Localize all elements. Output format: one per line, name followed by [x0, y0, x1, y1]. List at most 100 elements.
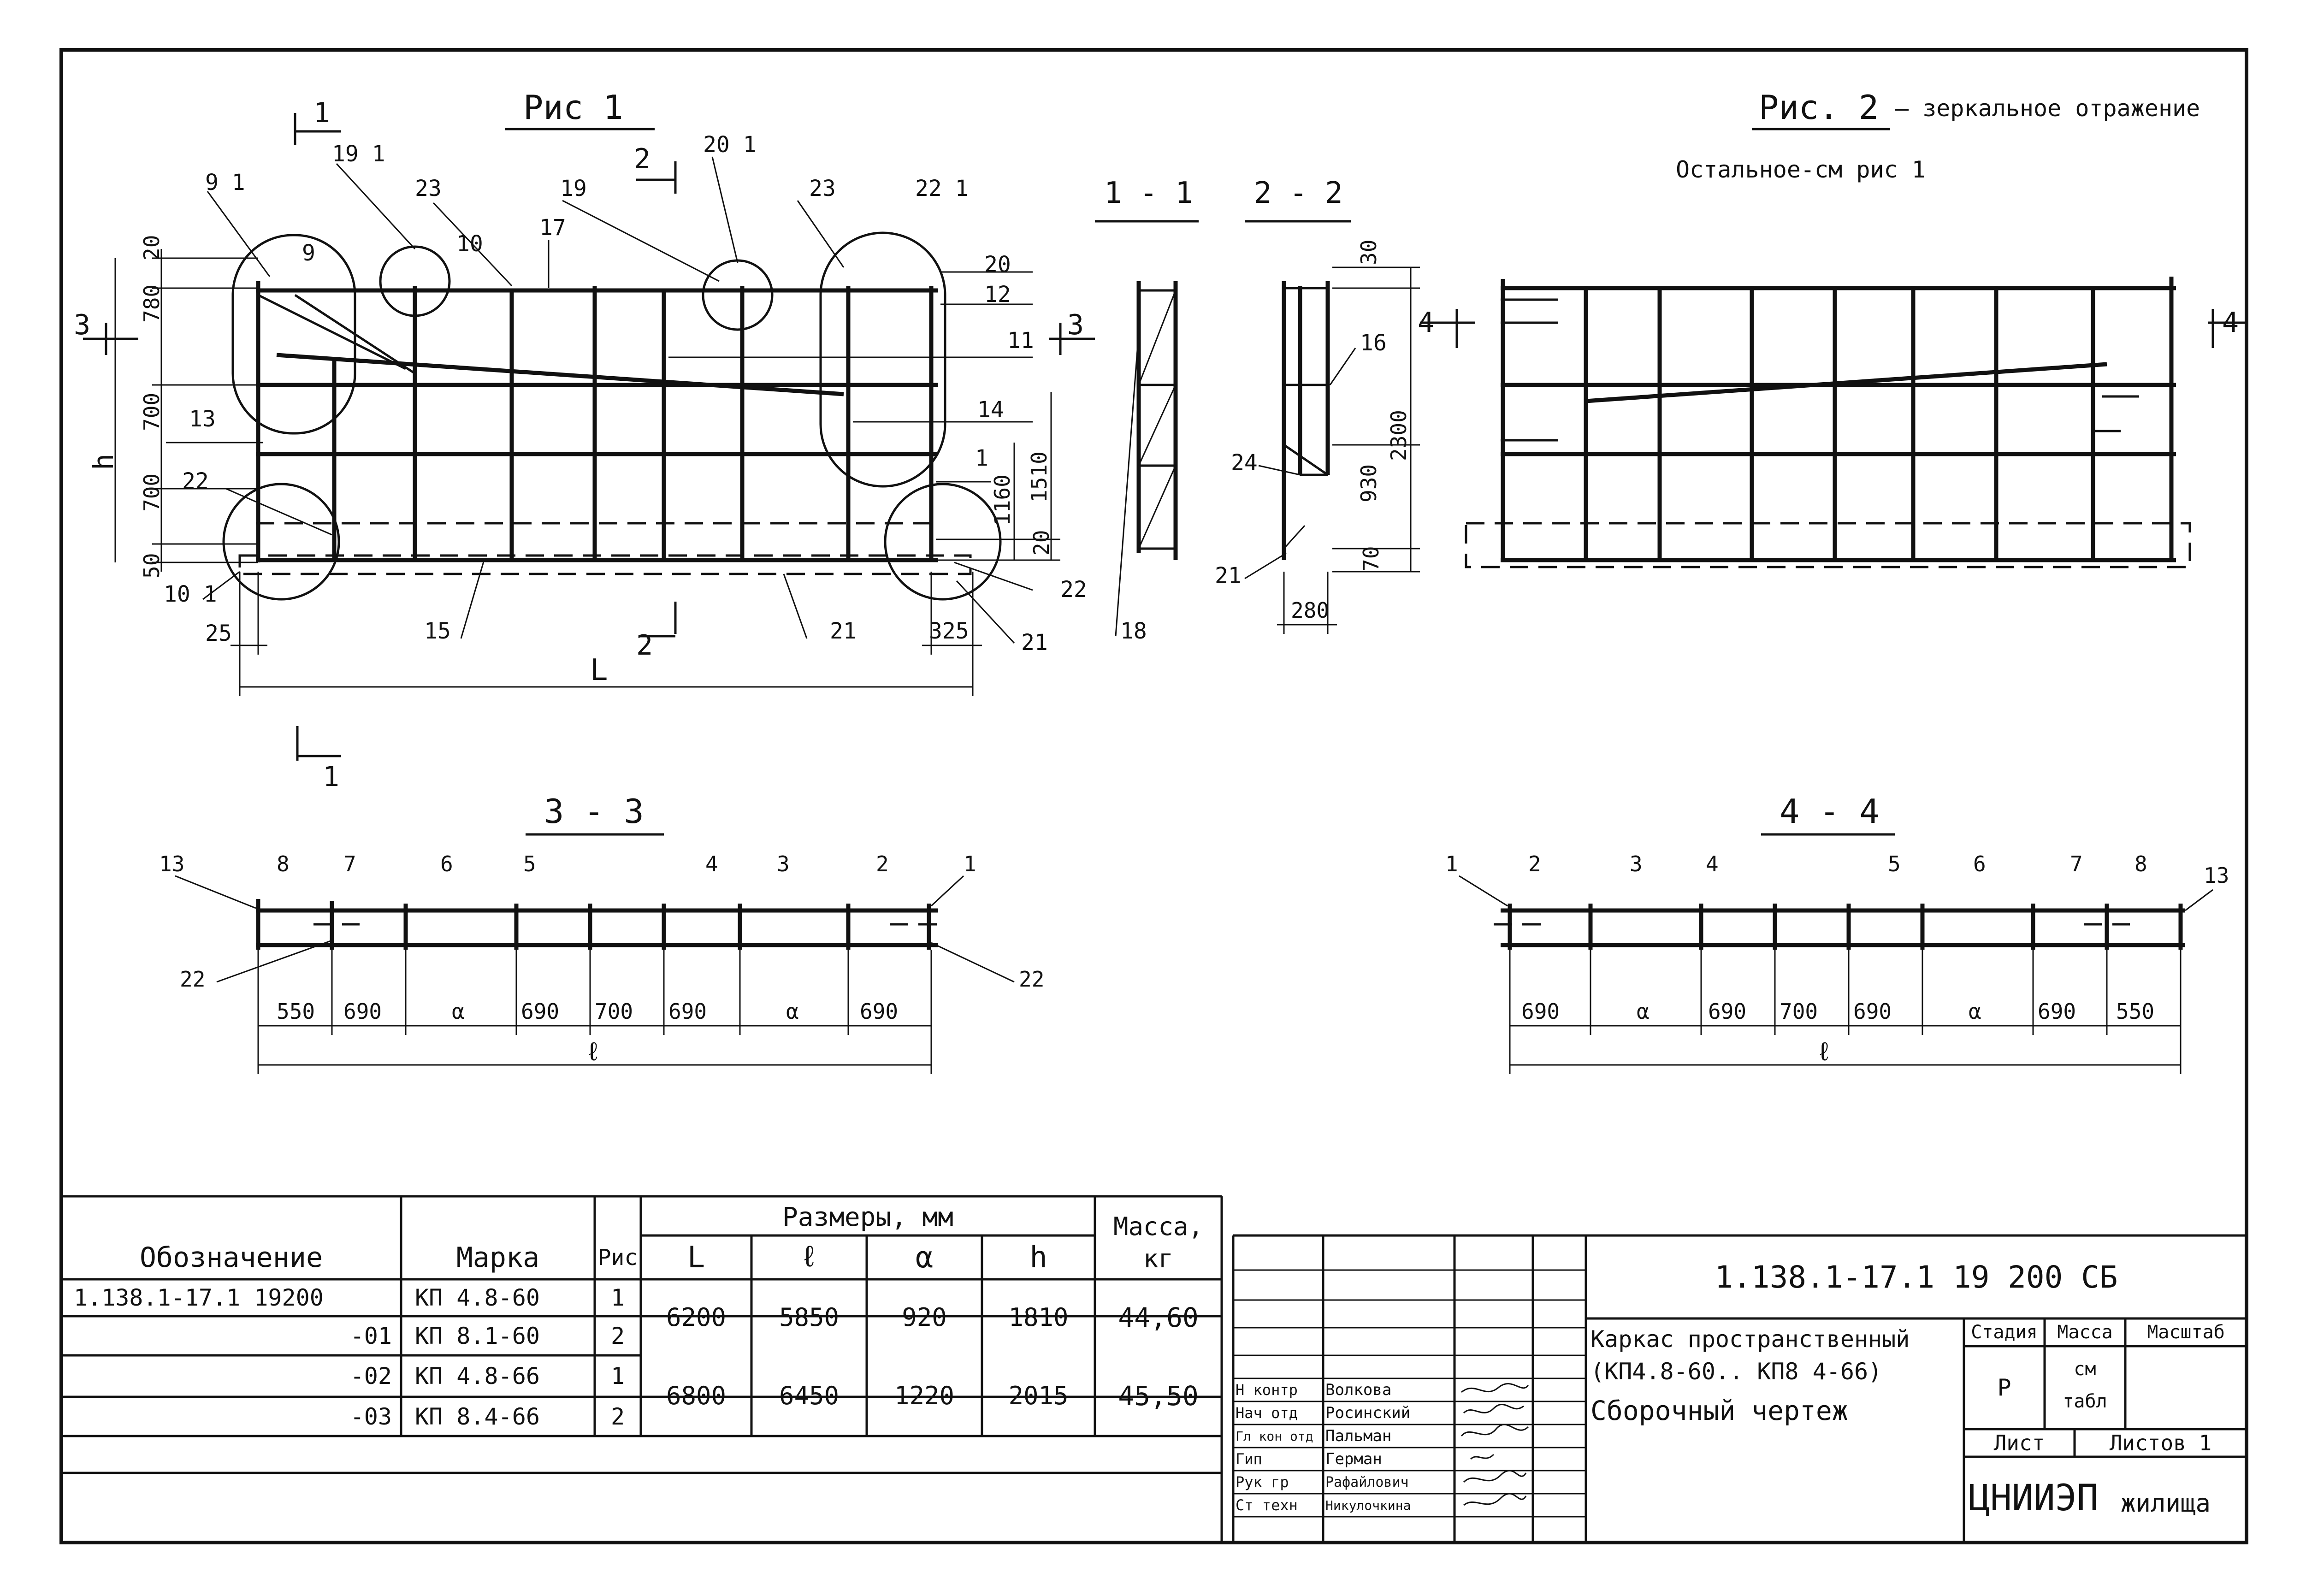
doc-name-line2: (КП4.8-60.. КП8 4-66) [1590, 1358, 1882, 1385]
hdr-tb-mass: Масса [2057, 1322, 2113, 1343]
svg-text:20: 20 [984, 252, 1011, 278]
svg-text:690: 690 [668, 999, 707, 1024]
person-1-name: Росинский [1325, 1404, 1411, 1422]
figure-2-elevation: Рис. 2 — зеркальное отражение Остальное-… [1418, 88, 2245, 568]
doc-name-line3: Сборочный чертеж [1590, 1395, 1848, 1426]
section-4-4: 4 - 4 1 2 3 4 5 6 7 8 13 [1445, 792, 2229, 1074]
org-main: ЦНИИЭП [1969, 1478, 2099, 1519]
callout-21-1 [884, 483, 1002, 601]
section-3-3: 3 - 3 13 8 7 6 5 4 3 2 1 22 22 [159, 792, 1044, 1074]
row-1-fig: 2 [610, 1322, 625, 1349]
person-5-role: Ст техн [1236, 1496, 1298, 1514]
hdr-stage: Стадия [1971, 1322, 2038, 1343]
svg-text:α: α [786, 999, 799, 1024]
svg-text:18: 18 [1120, 618, 1147, 644]
fig1-title: Рис 1 [523, 88, 623, 127]
group-1-L: 6800 [666, 1381, 727, 1410]
hdr-L: L [687, 1240, 705, 1275]
svg-text:10 1: 10 1 [164, 581, 217, 607]
svg-text:11: 11 [1007, 328, 1034, 354]
diagonal-9a [257, 294, 407, 370]
svg-text:13: 13 [2204, 863, 2229, 888]
svg-text:70: 70 [1359, 546, 1384, 572]
hdr-mark: Марка [456, 1241, 540, 1274]
svg-text:22: 22 [1019, 967, 1044, 992]
row-3-designation: -03 [350, 1403, 392, 1430]
doc-code: 1.138.1-17.1 19 200 СБ [1715, 1259, 2118, 1295]
svg-text:h: h [88, 454, 120, 470]
mass-value-line1: см [2074, 1359, 2096, 1380]
svg-text:20: 20 [139, 235, 164, 260]
svg-text:Остальное-см рис 1: Остальное-см рис 1 [1676, 156, 1926, 183]
person-5-name: Никулочкина [1325, 1497, 1411, 1513]
hdr-designation: Обозначение [139, 1241, 323, 1274]
section-2-2: 2 - 2 30 2300 930 70 280 16 24 21 [1215, 176, 1420, 634]
group-1-h: 2015 [1008, 1381, 1069, 1410]
sec44-top-labels: 1 2 3 4 5 6 7 8 13 [1445, 851, 2229, 888]
svg-text:Рис. 2: Рис. 2 [1759, 88, 1879, 127]
svg-text:14: 14 [977, 397, 1004, 423]
svg-text:700: 700 [595, 999, 633, 1024]
hdr-mass: Масса, [1113, 1212, 1204, 1241]
svg-text:13: 13 [189, 406, 216, 432]
person-3-name: Герман [1325, 1450, 1382, 1468]
svg-text:1160: 1160 [990, 474, 1015, 526]
svg-text:9: 9 [302, 240, 315, 266]
svg-text:4: 4 [705, 851, 718, 876]
hdr-a: α [915, 1240, 934, 1275]
person-1-role: Нач отд [1236, 1404, 1298, 1422]
svg-text:1: 1 [975, 445, 988, 471]
svg-text:2: 2 [636, 629, 653, 662]
svg-text:10: 10 [456, 231, 483, 257]
svg-text:α: α [1637, 999, 1650, 1024]
hdr-h: h [1029, 1240, 1047, 1275]
svg-text:25: 25 [205, 621, 232, 646]
group-1-l: 6450 [779, 1381, 840, 1410]
stage-value: Р [1997, 1374, 2011, 1401]
row-2-designation: -02 [350, 1363, 392, 1389]
doc-name-line1: Каркас пространственный [1590, 1326, 1910, 1353]
group-1-mass: 45,50 [1118, 1380, 1199, 1412]
svg-text:ℓ: ℓ [585, 1037, 601, 1067]
svg-text:19 1: 19 1 [332, 141, 385, 167]
bottom-beam-outline [238, 554, 972, 575]
svg-text:2: 2 [1528, 851, 1541, 876]
person-4-role: Рук гр [1236, 1473, 1289, 1491]
sheet-label: Лист [1993, 1430, 2045, 1455]
svg-text:16: 16 [1360, 330, 1387, 356]
person-4-name: Рафайлович [1325, 1474, 1409, 1490]
svg-text:20 1: 20 1 [703, 132, 757, 158]
group-0-L: 6200 [666, 1303, 727, 1332]
svg-text:690: 690 [860, 999, 898, 1024]
svg-text:21: 21 [1021, 630, 1048, 656]
svg-text:5: 5 [1888, 851, 1901, 876]
callout-19-1 [379, 245, 451, 317]
svg-text:19: 19 [560, 176, 587, 201]
callout-9-1 [231, 234, 356, 435]
svg-text:7: 7 [2070, 851, 2083, 876]
svg-text:ℓ: ℓ [1816, 1037, 1832, 1067]
svg-text:1: 1 [1445, 851, 1458, 876]
svg-text:30: 30 [1356, 240, 1381, 265]
sec33-dims: 550 690 α 690 700 690 α 690 [277, 999, 898, 1024]
row-1-mark: КП 8.1-60 [415, 1322, 540, 1349]
svg-text:1: 1 [313, 97, 330, 129]
signatures-image [1460, 1383, 1529, 1506]
svg-text:1: 1 [323, 761, 339, 793]
group-0-mass: 44,60 [1118, 1301, 1199, 1333]
svg-text:α: α [452, 999, 465, 1024]
hdr-mass-unit: кг [1143, 1244, 1174, 1273]
svg-text:700: 700 [139, 393, 164, 431]
svg-text:3 - 3: 3 - 3 [544, 792, 644, 831]
svg-text:22: 22 [182, 468, 209, 494]
svg-text:5: 5 [523, 851, 536, 876]
svg-text:690: 690 [1853, 999, 1892, 1024]
svg-text:23: 23 [415, 176, 442, 201]
svg-text:2: 2 [634, 143, 650, 175]
inclined-chord [276, 353, 844, 396]
sheet-frame [59, 48, 2248, 1544]
svg-text:780: 780 [139, 284, 164, 323]
svg-text:2 - 2: 2 - 2 [1254, 176, 1343, 210]
section-1-1: 1 - 1 [1095, 176, 1199, 637]
